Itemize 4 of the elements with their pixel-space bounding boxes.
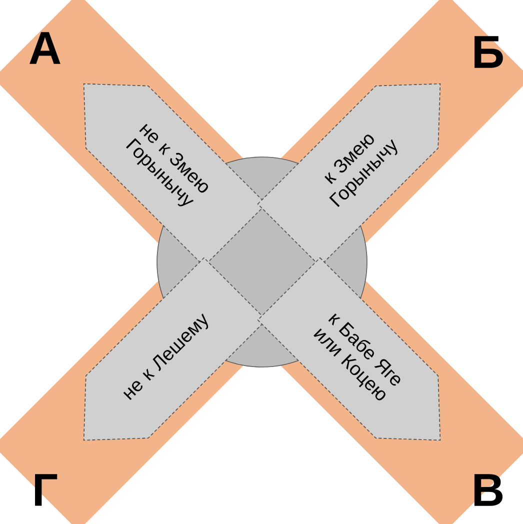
corner-letter: А (30, 32, 60, 64)
corner-letter: В (474, 474, 503, 506)
corner-letter: Г (35, 474, 58, 506)
corner-letter: Б (474, 36, 503, 68)
